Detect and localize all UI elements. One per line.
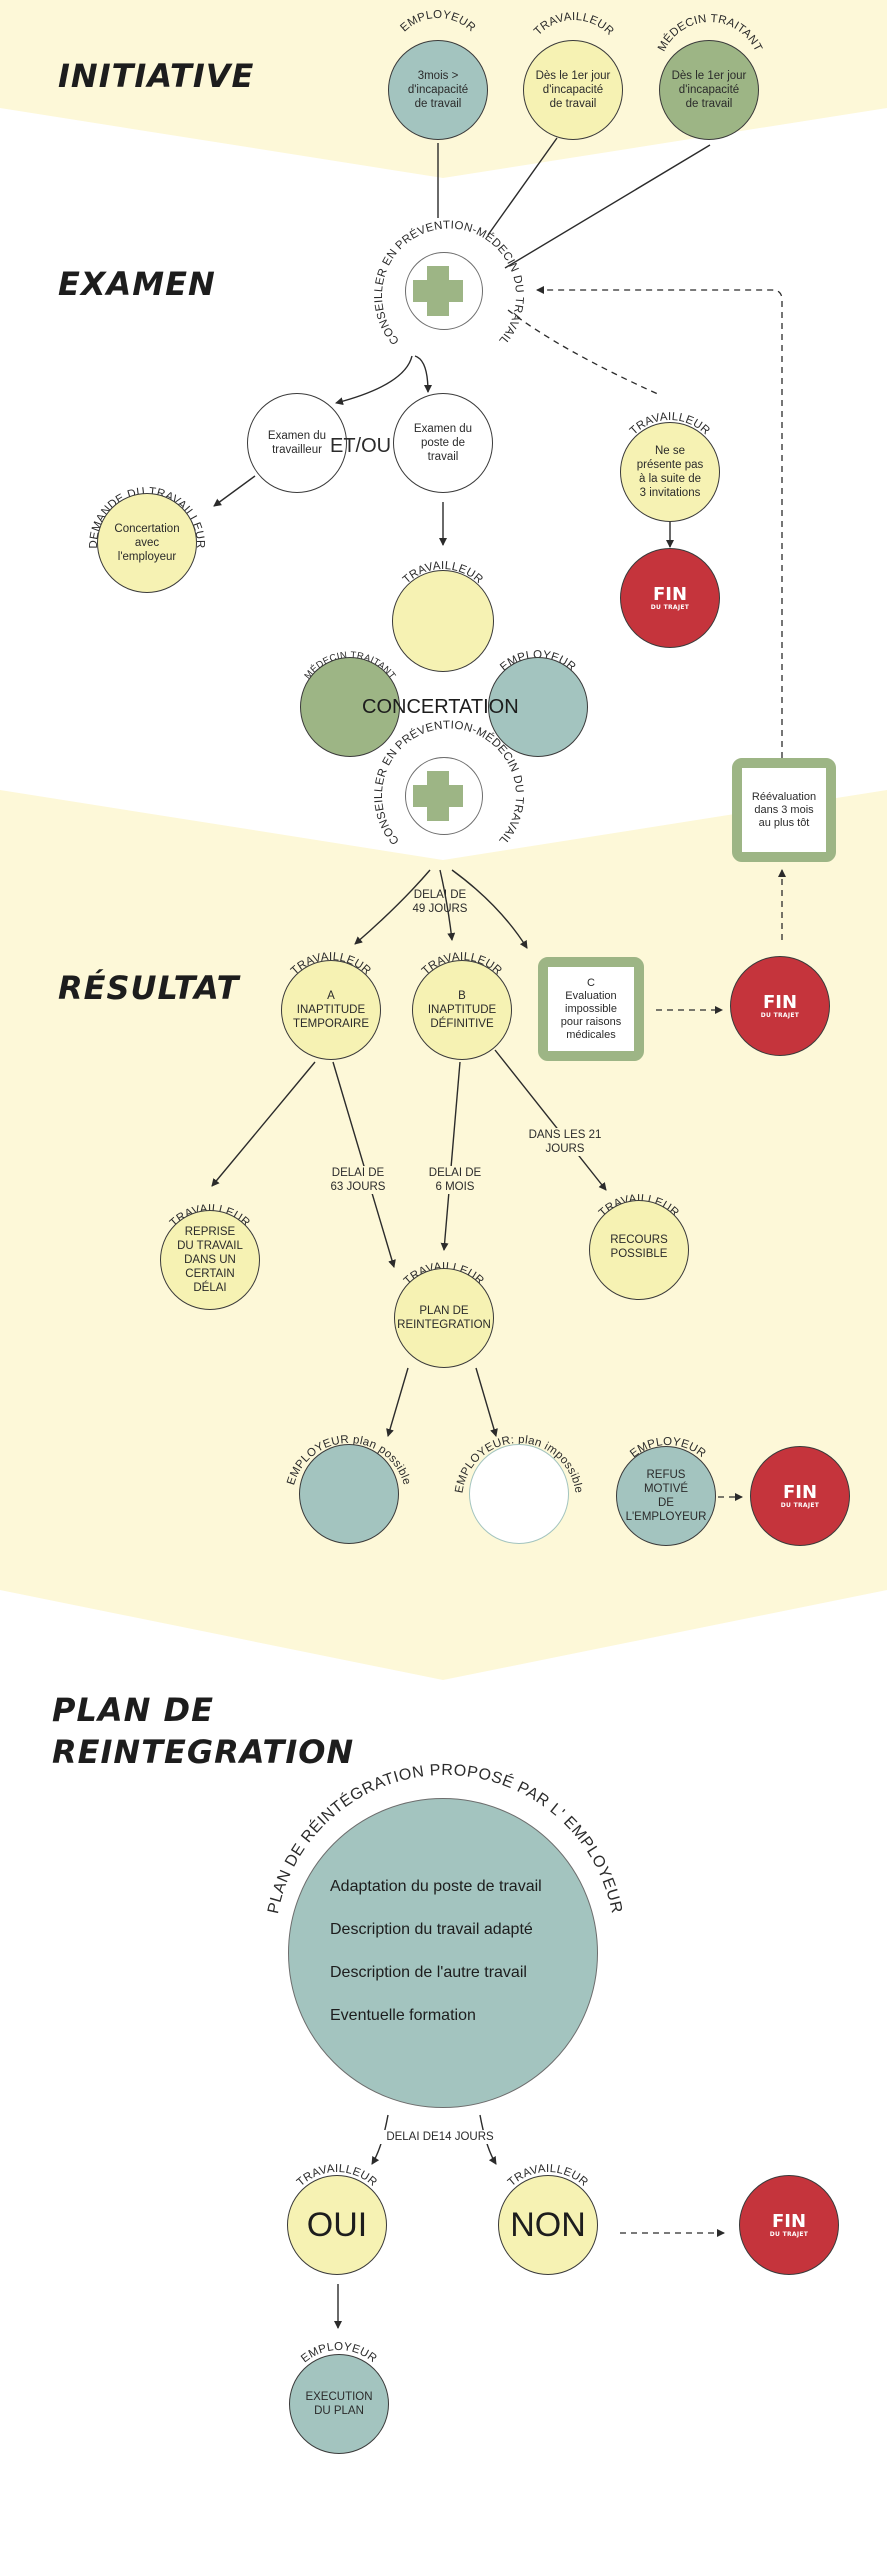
box-reevaluation: Réévaluation dans 3 mois au plus tôt [732,758,836,862]
box-c-evaluation-impossible: C Evaluation impossible pour raisons méd… [538,957,644,1061]
fin-label: FIN [762,991,798,1013]
fin-sub-label: DU TRAJET [769,2230,809,2238]
fin-label: FIN [771,2210,807,2232]
label-employeur-initiative: EMPLOYEUR [398,9,477,34]
node-medecin-concertation [300,657,400,757]
fin-label: FIN [652,583,688,605]
label-delai-6-mois: DELAI DE 6 MOIS [415,1166,495,1194]
text-reprise: REPRISE DU TRAVAIL DANS UN CERTAIN DÉLAI [177,1226,243,1294]
node-concertation-employeur: Concertation avec l'employeur [97,493,197,593]
section-title-resultat: RÉSULTAT [58,969,240,1007]
node-fin-non: FIN DU TRAJET [739,2175,839,2275]
plan-item: Eventuelle formation [330,2007,476,2024]
plan-item: Description du travail adapté [330,1921,533,1938]
text-employeur-initiative: 3mois > d'incapacité de travail [407,70,469,110]
node-refus-motive: REFUS MOTIVÉ DE L'EMPLOYEUR [616,1446,716,1546]
arrow-to-exam-poste [414,355,432,393]
text-medecin-initiative: Dès le 1er jour d'incapacité de travail [671,70,747,110]
node-fin-c: FIN DU TRAJET [730,956,830,1056]
node-conseiller-resultat [405,757,483,835]
node-non: NON [498,2175,598,2275]
text-b: B INAPTITUDE DÉFINITIVE [427,990,497,1030]
node-b-inaptitude-definitive: B INAPTITUDE DÉFINITIVE [412,960,512,1060]
connector-travailleur-conseiller [487,137,558,236]
text-exam-travailleur: Examen du travailleur [267,430,327,456]
arrow-a-to-plan [332,1061,396,1268]
text-refus: REFUS MOTIVÉ DE L'EMPLOYEUR [625,1469,707,1523]
label-delai-63: DELAI DE 63 JOURS [318,1166,398,1194]
node-employeur-initiative: 3mois > d'incapacité de travail [388,40,488,140]
node-reprise-travail: REPRISE DU TRAVAIL DANS UN CERTAIN DÉLAI [160,1210,260,1310]
plan-item: Adaptation du poste de travail [330,1878,542,1895]
node-plan-propose [288,1798,598,2108]
node-recours-possible: RECOURS POSSIBLE [589,1200,689,1300]
dashed-conseiller-to-no-show [507,309,661,396]
label-travailleur-initiative: TRAVAILLEUR [532,11,616,38]
text-oui: OUI [306,2205,368,2244]
arrow-to-exam-travailleur [335,355,413,406]
node-conseiller-examen [405,252,483,330]
section-title-plan-line2: REINTEGRATION [52,1733,355,1771]
text-a: A INAPTITUDE TEMPORAIRE [292,990,370,1030]
text-travailleur-initiative: Dès le 1er jour d'incapacité de travail [535,70,611,110]
fin-sub-label: DU TRAJET [650,603,690,611]
node-travailleur-concertation [392,570,494,672]
section-title-initiative: INITIATIVE [58,57,255,95]
dashed-reevaluation-loop [536,286,783,758]
arrow-to-concertation-employeur [213,475,256,507]
arrow-b-to-plan [440,1061,461,1251]
node-no-show: Ne se présente pas à la suite de 3 invit… [620,422,720,522]
label-delai-49: DELAI DE 49 JOURS [412,889,468,915]
section-title-examen: EXAMEN [58,265,216,303]
fin-sub-label: DU TRAJET [780,1501,820,1509]
text-non: NON [510,2205,586,2244]
plan-item: Description de l'autre travail [330,1964,527,1981]
label-et-ou: ET/OU [330,435,392,457]
text-plan-reintegration: PLAN DE REINTEGRATION [397,1305,491,1331]
node-execution-plan: EXECUTION DU PLAN [289,2354,389,2454]
node-plan-reintegration: PLAN DE REINTEGRATION [394,1268,494,1368]
connector-medecin-conseiller [504,144,711,269]
text-no-show: Ne se présente pas à la suite de 3 invit… [636,445,704,499]
arrow-a-to-reprise [211,1061,316,1187]
label-delai-14-jours: DELAI DE14 JOURS [380,2130,500,2144]
arrow-to-c [451,869,528,949]
node-medecin-initiative: Dès le 1er jour d'incapacité de travail [659,40,759,140]
arrow-b-to-recours [494,1049,607,1191]
node-travailleur-initiative: Dès le 1er jour d'incapacité de travail [523,40,623,140]
label-concertation: CONCERTATION [362,696,519,718]
node-a-inaptitude-temporaire: A INAPTITUDE TEMPORAIRE [281,960,381,1060]
label-dans-21-jours: DANS LES 21 JOURS [520,1128,610,1156]
text-execution: EXECUTION DU PLAN [305,2391,373,2417]
fin-sub-label: DU TRAJET [760,1011,800,1019]
plan-items-list: Adaptation du poste de travail Descripti… [330,1865,630,2037]
node-fin-refus: FIN DU TRAJET [750,1446,850,1546]
arrow-plan-to-impossible [475,1367,498,1437]
node-exam-travailleur: Examen du travailleur [247,393,347,493]
arrow-to-a [354,869,431,945]
node-fin-no-show: FIN DU TRAJET [620,548,720,648]
node-employeur-concertation [488,657,588,757]
section-title-plan-line1: PLAN DE [52,1691,214,1729]
node-employeur-plan-possible [299,1444,399,1544]
text-concertation-employeur: Concertation avec l'employeur [114,523,180,563]
arrow-to-b [439,869,456,941]
text-reevaluation: Réévaluation dans 3 mois au plus tôt [751,790,817,829]
node-exam-poste: Examen du poste de travail [393,393,493,493]
node-oui: OUI [287,2175,387,2275]
text-exam-poste: Examen du poste de travail [413,423,473,463]
text-recours: RECOURS POSSIBLE [610,1234,668,1260]
fin-label: FIN [782,1481,818,1503]
node-employeur-plan-impossible [469,1444,569,1544]
arrow-plan-to-possible [386,1367,409,1437]
text-c: C Evaluation impossible pour raisons méd… [560,976,622,1041]
